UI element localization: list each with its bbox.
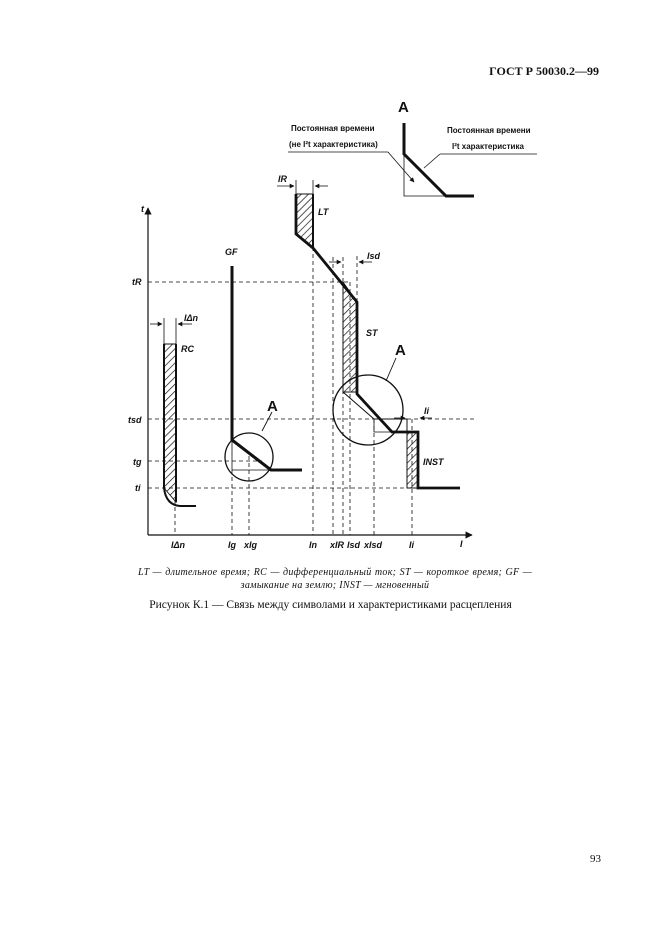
detail-a: A Постоянная времени (не I²t характерист… (288, 99, 537, 198)
label-st: ST (366, 328, 379, 338)
label-rc: RC (181, 344, 194, 354)
band-label-IR: IR (278, 174, 288, 184)
band-label-Ii: Ii (424, 406, 430, 416)
tick-Isd: Isd (347, 540, 361, 550)
tick-Ig: Ig (228, 540, 237, 550)
tick-xIsd: xIsd (363, 540, 383, 550)
y-ticks: tR tsd tg ti (128, 277, 142, 493)
x-axis-label: I (460, 539, 463, 549)
detail-note-right-2: I²t характеристика (452, 142, 524, 151)
figure-caption: Рисунок К.1 — Связь между символами и ха… (149, 599, 512, 611)
standard-header: ГОСТ Р 50030.2—99 (489, 64, 599, 78)
band-label-IΔn: IΔn (184, 313, 199, 323)
callout-a-gf: A (267, 398, 278, 415)
tick-tR: tR (132, 277, 142, 287)
tick-IΔn: IΔn (171, 540, 186, 550)
axes: t I (141, 204, 473, 549)
band-label-Isd: Isd (367, 251, 381, 261)
tick-Ii: Ii (409, 540, 415, 550)
main-trip-curve: IR LT Isd ST Ii INST A (277, 174, 460, 490)
detail-a-letter: A (398, 99, 409, 116)
tick-xIg: xIg (243, 540, 258, 550)
rc-curve: RC IΔn (150, 313, 199, 507)
figure-legend: LT — длительное время; RC — дифференциал… (138, 567, 532, 591)
label-lt: LT (318, 207, 330, 217)
tick-xIR: xIR (329, 540, 345, 550)
tick-tsd: tsd (128, 415, 142, 425)
label-gf: GF (225, 247, 238, 257)
detail-note-right-1: Постоянная времени (447, 126, 531, 135)
gf-curve: GF A (224, 247, 302, 482)
detail-note-left-1: Постоянная времени (291, 124, 375, 133)
tick-In: In (309, 540, 318, 550)
x-ticks: IΔn Ig xIg In xIR Isd xIsd Ii (171, 540, 415, 550)
reference-lines (148, 240, 474, 535)
tick-ti: ti (135, 483, 141, 493)
tick-tg: tg (133, 457, 142, 467)
page-number: 93 (590, 853, 601, 865)
y-axis-label: t (141, 204, 145, 214)
label-inst: INST (423, 457, 445, 467)
detail-note-left-2: (не I²t характеристика) (289, 140, 378, 149)
callout-a-st: A (395, 342, 406, 359)
